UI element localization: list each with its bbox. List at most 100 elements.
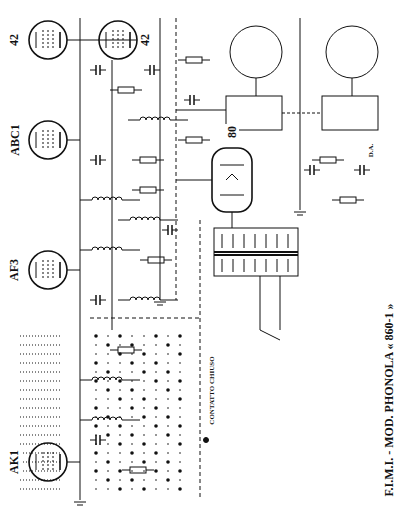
contact-dot — [131, 380, 133, 382]
winding-mark — [255, 234, 256, 248]
ground-symbol — [297, 215, 303, 216]
wire — [156, 190, 164, 191]
wire — [67, 270, 80, 271]
contact-dot — [155, 488, 157, 490]
table-row-line — [20, 471, 60, 472]
tube-anode — [59, 132, 61, 148]
contact-dot — [179, 452, 181, 454]
wire — [100, 440, 106, 441]
winding-mark — [266, 259, 267, 272]
wire — [176, 180, 212, 181]
contact-dot — [142, 370, 146, 374]
table-row-line — [20, 462, 60, 463]
contact-dot — [95, 389, 97, 391]
contact-dot — [167, 362, 169, 364]
wire — [134, 90, 142, 91]
contact-dot — [142, 487, 146, 491]
wire — [156, 160, 164, 161]
contact-dot — [107, 353, 109, 355]
contact-dot — [167, 398, 169, 400]
contact-dot — [95, 434, 97, 436]
contact-dot — [131, 335, 133, 337]
contact-dot — [166, 460, 170, 464]
contact-dot — [106, 388, 110, 392]
wire — [90, 440, 96, 441]
wire — [154, 70, 160, 71]
contact-dot — [143, 434, 145, 436]
contact-dot — [119, 434, 121, 436]
wire — [184, 100, 190, 101]
contact-dot — [95, 461, 97, 463]
tube-anode — [220, 165, 244, 166]
table-row-line — [20, 399, 60, 400]
contact-dot — [107, 398, 109, 400]
contact-dot — [95, 344, 97, 346]
contact-dot — [131, 470, 133, 472]
resistor-symbol — [118, 87, 134, 93]
contact-dot — [154, 406, 158, 410]
contact-dot — [179, 461, 181, 463]
contact-dot — [167, 353, 169, 355]
contact-dot — [155, 479, 157, 481]
wire — [90, 300, 96, 301]
contact-dot — [167, 425, 169, 427]
contact-dot — [94, 406, 98, 410]
contact-dot — [142, 460, 146, 464]
tube-label: 80 — [225, 124, 239, 140]
contact-dot — [143, 425, 145, 427]
table-row-line — [20, 444, 60, 445]
wire — [80, 40, 137, 41]
contact-dot — [155, 389, 157, 391]
contact-dot — [130, 406, 134, 410]
contact-dot — [107, 380, 109, 382]
wire — [202, 60, 210, 61]
contact-dot — [143, 470, 145, 472]
winding-mark — [244, 259, 245, 272]
contact-dot — [178, 397, 182, 401]
wire — [100, 70, 106, 71]
contact-dot — [131, 353, 133, 355]
contact-dot — [142, 352, 146, 356]
wire — [314, 170, 320, 171]
contact-dot — [179, 416, 181, 418]
contact-dot — [155, 371, 157, 373]
contact-dot — [94, 451, 98, 455]
wire — [336, 160, 344, 161]
contact-dot — [166, 478, 170, 482]
contact-dot — [179, 344, 181, 346]
table-row-line — [20, 435, 60, 436]
wire — [110, 90, 118, 91]
contact-dot — [154, 379, 158, 383]
rectifier-tube — [212, 148, 252, 212]
tube-label: AK1 — [7, 448, 21, 476]
contact-dot — [107, 470, 109, 472]
tube-grid — [48, 130, 49, 150]
rail-wire — [112, 60, 113, 330]
mains-wire — [280, 276, 281, 330]
ground-symbol — [157, 305, 163, 306]
contact-dot — [167, 407, 169, 409]
wire — [202, 140, 210, 141]
contact-dot — [95, 416, 97, 418]
contact-dot — [130, 451, 134, 455]
contact-dot — [118, 397, 122, 401]
coil-symbol — [92, 247, 122, 250]
contact-dot — [166, 370, 170, 374]
wire — [122, 470, 130, 471]
contact-dot — [131, 461, 133, 463]
wire — [67, 140, 80, 141]
wire — [122, 380, 140, 381]
contact-dot — [107, 425, 109, 427]
contact-dot — [118, 334, 122, 338]
contact-dot — [95, 371, 97, 373]
contact-dot — [106, 370, 110, 374]
winding-mark — [244, 234, 245, 248]
wire — [122, 200, 140, 201]
coil-symbol — [130, 217, 160, 220]
wire — [232, 212, 233, 228]
contact-dot — [178, 487, 182, 491]
wire — [332, 200, 340, 201]
transformer-core — [214, 254, 298, 256]
table-row-line — [20, 363, 60, 364]
contact-dot — [179, 389, 181, 391]
